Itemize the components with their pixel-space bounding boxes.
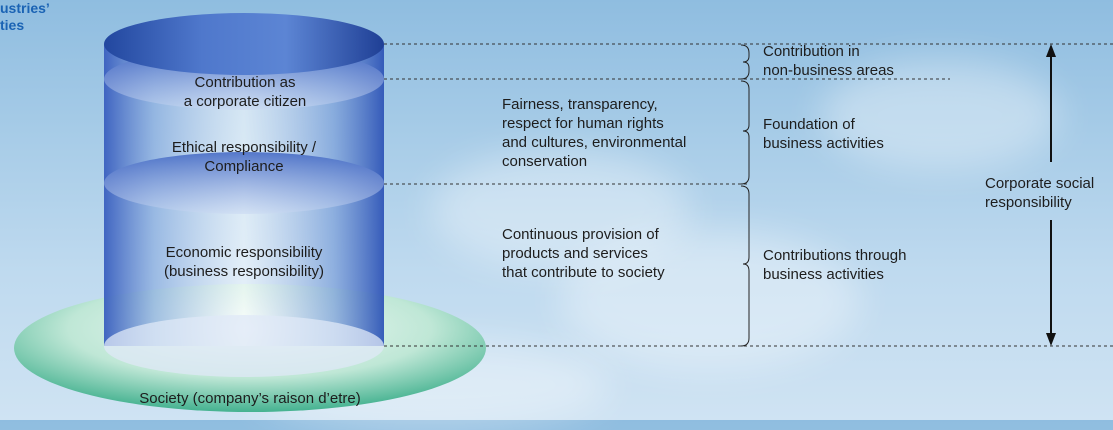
brace-foundation bbox=[740, 80, 750, 185]
description-business: Continuous provision of products and ser… bbox=[502, 226, 665, 281]
label-society: Society (company’s raison d’etre) bbox=[139, 390, 361, 407]
bracket-label-through-business: Contributions through business activitie… bbox=[763, 247, 907, 283]
cylinder-bottom-ellipse bbox=[104, 315, 384, 377]
label-corporate-citizen: Contribution as a corporate citizen bbox=[183, 74, 307, 110]
cylinder-top-ellipse bbox=[104, 13, 384, 75]
label-ethical-responsibility: Ethical responsibility / Compliance bbox=[171, 139, 317, 175]
brace-non-business bbox=[740, 44, 750, 80]
cloud-decoration bbox=[560, 230, 860, 370]
label-corporate-social-responsibility: Corporate social responsibility bbox=[985, 175, 1095, 211]
bracket-label-foundation: Foundation of business activities bbox=[763, 116, 884, 152]
bracket-label-non-business: Contribution in non-business areas bbox=[763, 43, 894, 79]
description-foundation: Fairness, transparency, respect for huma… bbox=[502, 96, 687, 170]
csr-diagram bbox=[14, 13, 1113, 412]
label-economic-responsibility: Economic responsibility (business respon… bbox=[163, 244, 325, 280]
cloud-decoration bbox=[430, 150, 690, 270]
page-title-fragment: ustries’ ties bbox=[0, 0, 50, 33]
arrow-down-head-icon bbox=[1046, 333, 1056, 346]
layer-ellipse-ethical bbox=[104, 152, 384, 214]
cloud-decoration bbox=[820, 60, 1060, 170]
brace-through-business bbox=[740, 185, 750, 347]
arrow-up-head-icon bbox=[1046, 44, 1056, 57]
